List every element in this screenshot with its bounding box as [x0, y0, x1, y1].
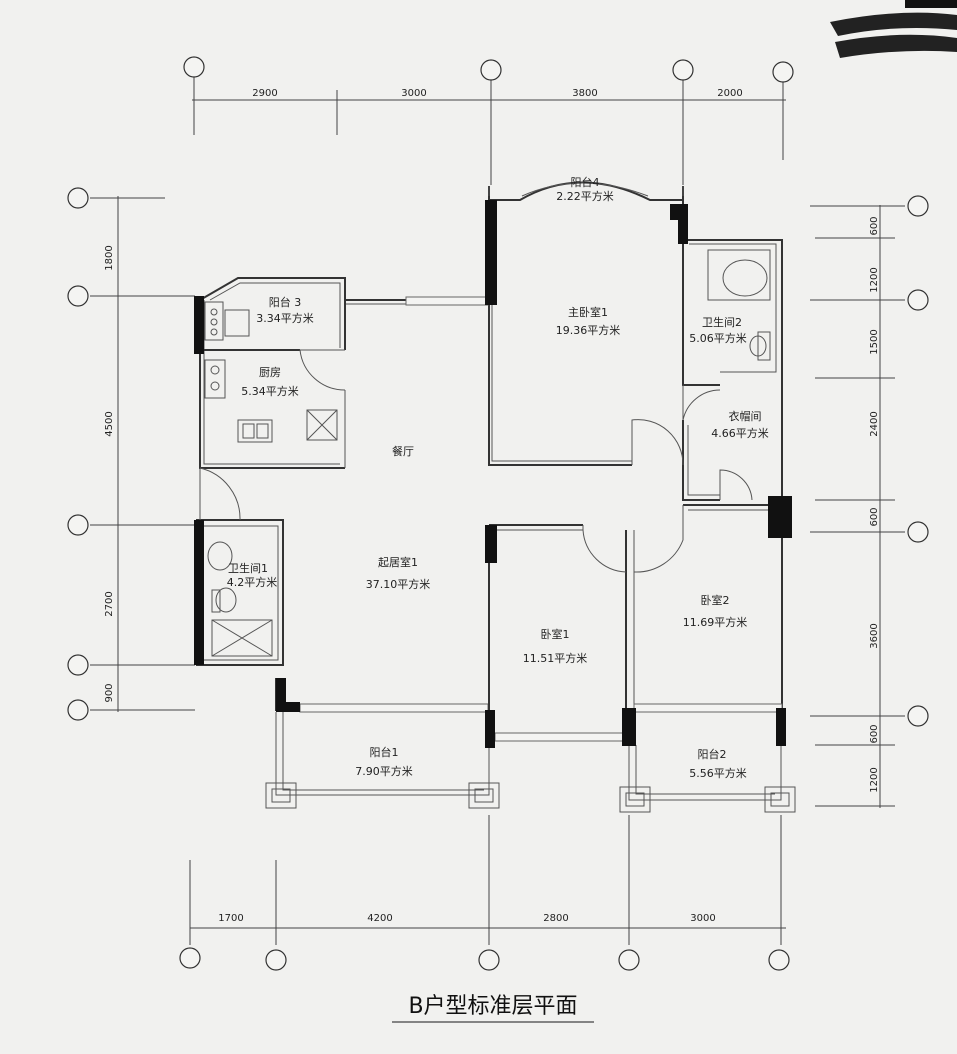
dim-right-4: 2400	[869, 411, 880, 436]
dimension-labels-left: 1800 4500 2700 900	[104, 245, 115, 702]
room-area-balcony2: 5.56平方米	[689, 766, 747, 780]
room-name-balcony4: 阳台4	[571, 175, 600, 189]
axis-bubbles	[67, 56, 929, 971]
room-area-closet: 4.66平方米	[711, 426, 769, 440]
balcony-posts	[265, 782, 796, 813]
room-area-balcony4: 2.22平方米	[556, 189, 614, 203]
dimension-labels-top: 2900 3000 3800 2000	[252, 88, 742, 99]
axis-grid	[90, 75, 905, 945]
room-area-bed2: 11.69平方米	[683, 615, 748, 629]
dim-bottom-1: 1700	[218, 913, 243, 924]
dim-top-2: 3000	[401, 88, 426, 99]
room-name-bath2: 卫生间2	[702, 315, 742, 329]
dim-top-3: 3800	[572, 88, 597, 99]
dim-right-3: 1500	[869, 329, 880, 354]
room-name-living: 起居室1	[378, 555, 418, 569]
corner-logo-mark	[830, 0, 957, 58]
walls	[196, 181, 783, 801]
room-area-bath1: 4.2平方米	[227, 575, 278, 589]
dim-bottom-2: 4200	[367, 913, 392, 924]
room-area-kitchen: 5.34平方米	[241, 384, 299, 398]
structural-columns	[194, 200, 792, 748]
room-name-master: 主卧室1	[568, 305, 608, 319]
dim-bottom-3: 2800	[543, 913, 568, 924]
room-name-bed1: 卧室1	[541, 627, 570, 641]
dim-right-8: 1200	[869, 767, 880, 792]
room-name-balcony3: 阳台 3	[269, 295, 302, 309]
room-area-bed1: 11.51平方米	[523, 651, 588, 665]
door-swings	[199, 349, 753, 573]
dim-right-2: 1200	[869, 267, 880, 292]
room-labels: 阳台4 2.22平方米 阳台 3 3.34平方米 厨房 5.34平方米 主卧室1…	[227, 175, 769, 780]
dimension-labels-bottom: 1700 4200 2800 3000	[218, 913, 715, 924]
room-name-balcony1: 阳台1	[370, 745, 399, 759]
room-name-bed2: 卧室2	[701, 593, 730, 607]
dim-right-5: 600	[869, 507, 880, 526]
dim-left-2: 4500	[104, 411, 115, 436]
room-name-dining: 餐厅	[392, 444, 414, 458]
room-name-balcony2: 阳台2	[698, 747, 727, 761]
dim-right-7: 600	[869, 724, 880, 743]
room-name-closet: 衣帽间	[729, 409, 762, 423]
room-area-bath2: 5.06平方米	[689, 331, 747, 345]
room-area-master: 19.36平方米	[556, 323, 621, 337]
plan-title: B户型标准层平面	[408, 994, 577, 1019]
dim-left-3: 2700	[104, 591, 115, 616]
dimension-labels-right: 600 1200 1500 2400 600 3600 600 1200	[869, 216, 880, 792]
dim-right-6: 3600	[869, 623, 880, 648]
dim-top-1: 2900	[252, 88, 277, 99]
room-area-balcony1: 7.90平方米	[355, 764, 413, 778]
dim-right-1: 600	[869, 216, 880, 235]
room-name-kitchen: 厨房	[259, 366, 281, 379]
dim-left-1: 1800	[104, 245, 115, 270]
fixtures	[204, 249, 771, 657]
room-area-living: 37.10平方米	[366, 577, 431, 591]
dim-top-4: 2000	[717, 88, 742, 99]
room-area-balcony3: 3.34平方米	[256, 311, 314, 325]
room-name-bath1: 卫生间1	[228, 561, 268, 575]
dim-left-4: 900	[104, 683, 115, 702]
dim-bottom-4: 3000	[690, 913, 715, 924]
